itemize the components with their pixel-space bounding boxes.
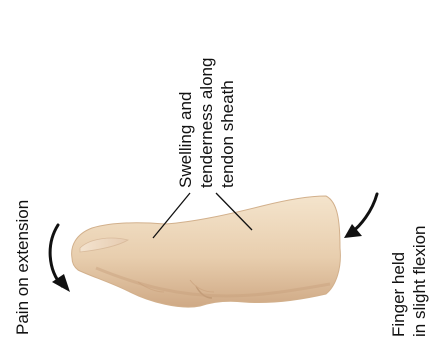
finger-illustration (72, 196, 341, 307)
swelling-label-line-1-text: Swelling and (176, 92, 195, 188)
swelling-label-line-2-text: tenderness along (197, 58, 216, 188)
curved-arrow-icon (344, 194, 377, 238)
swelling-label-group: Swelling and tenderness along tendon she… (176, 58, 237, 188)
pain-label: Pain on extension (13, 200, 32, 335)
swelling-label-line-3-text: tendon sheath (218, 80, 237, 188)
finger-label-line-1: Finger held (389, 252, 408, 337)
curved-arrow-icon (50, 225, 70, 292)
finger-label-line-2: in slight flexion (410, 225, 429, 337)
